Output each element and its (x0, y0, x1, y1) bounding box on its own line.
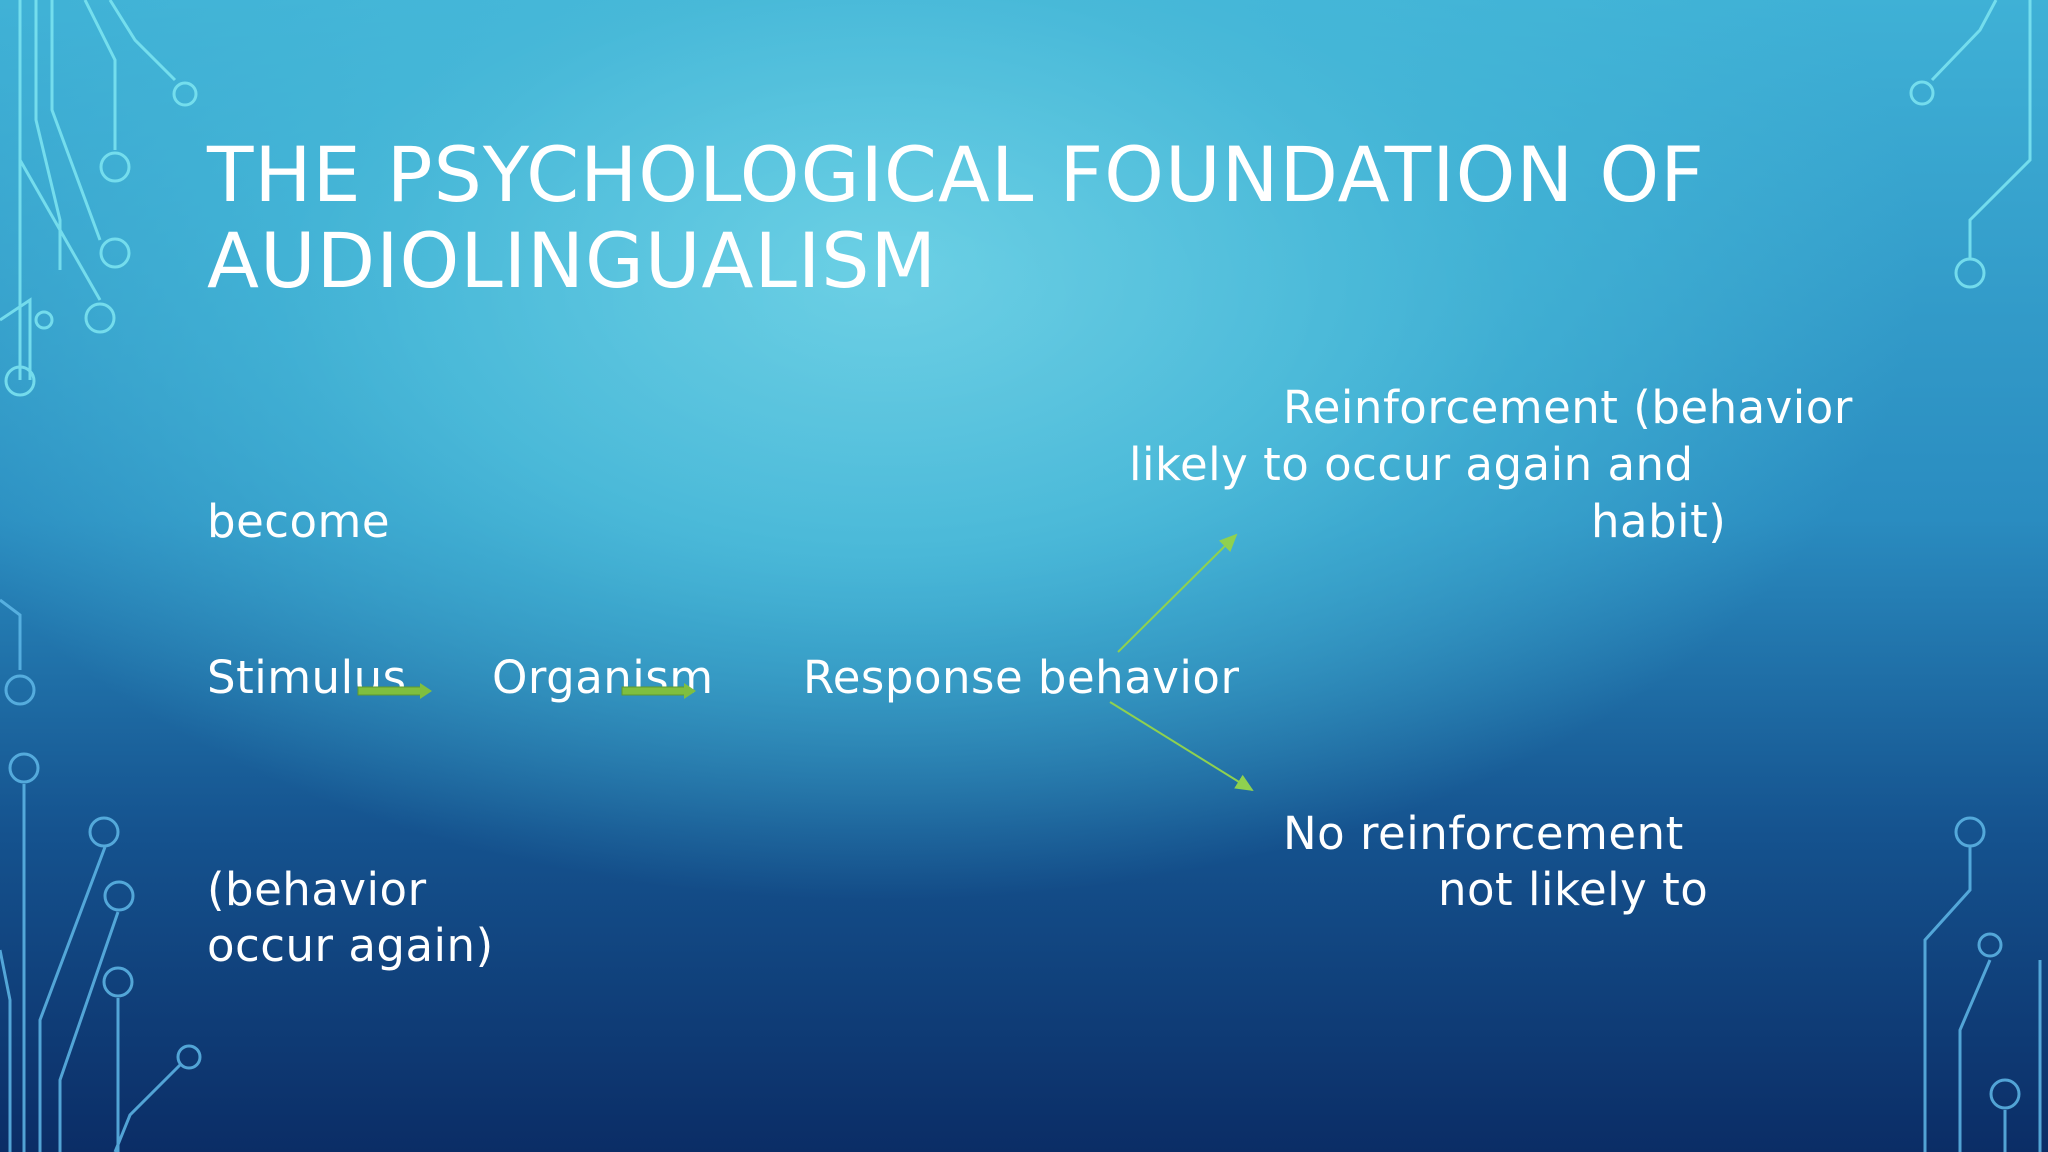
arrow-to-no-reinforcement (1109, 701, 1254, 792)
slide-title-line2: AUDIOLINGUALISM (207, 216, 938, 305)
no-reinforcement-line2: not likely to (1438, 863, 1709, 916)
circuit-top-left (0, 0, 198, 397)
behavior-line2: occur again) (207, 919, 494, 972)
slide-title: THE PSYCHOLOGICAL FOUNDATION OF AUDIOLIN… (207, 132, 1907, 304)
reinforcement-line3: habit) (1591, 495, 1727, 548)
become-text: become (207, 495, 391, 548)
reinforcement-line2: likely to occur again and (1129, 438, 1694, 491)
block-arrow-organism-response (621, 683, 696, 699)
block-arrow-stimulus-organism (357, 683, 432, 699)
reinforcement-line1: Reinforcement (behavior (1283, 381, 1853, 434)
response-behavior-label: Response behavior (803, 651, 1240, 704)
behavior-line1: (behavior (207, 863, 427, 916)
no-reinforcement-line1: No reinforcement (1283, 807, 1684, 860)
circuit-bottom-left (0, 598, 202, 1152)
circuit-top-right (1909, 0, 2032, 289)
slide-title-line1: THE PSYCHOLOGICAL FOUNDATION OF (207, 130, 1705, 219)
circuit-bottom-right (1923, 816, 2042, 1152)
arrow-to-reinforcement (1117, 533, 1238, 653)
